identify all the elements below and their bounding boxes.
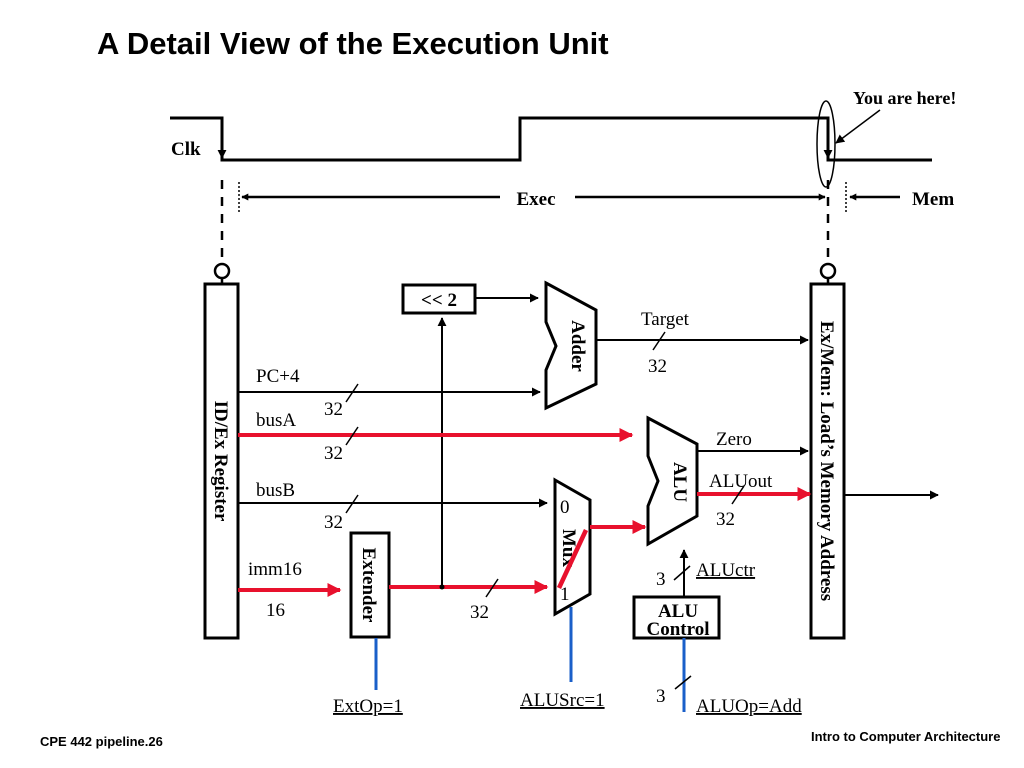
- alu-control-label-line2: Control: [647, 619, 710, 640]
- target-width: 32: [648, 356, 667, 377]
- extop-label: ExtOp=1: [333, 696, 403, 717]
- aluout-width: 32: [716, 509, 735, 530]
- extender-label: Extender: [358, 548, 379, 624]
- mux-selected-path: [556, 529, 589, 589]
- idex-register: [203, 282, 240, 640]
- clock-label: Clk: [171, 139, 201, 160]
- imm16-label: imm16: [248, 559, 302, 580]
- idex-register-label: ID/Ex Register: [210, 401, 231, 522]
- current-edge-marker: [816, 100, 836, 188]
- clock-waveform: [170, 116, 932, 162]
- page-title: A Detail View of the Execution Unit: [97, 26, 609, 61]
- footer-slide-number: CPE 442 pipeline.26: [40, 734, 163, 749]
- mem-label: Mem: [912, 189, 954, 210]
- alusrc-label: ALUSrc=1: [520, 690, 605, 711]
- aluop-width: 3: [656, 686, 666, 707]
- exmem-register: [809, 282, 846, 640]
- busA-label: busA: [256, 410, 296, 431]
- zero-label: Zero: [716, 429, 752, 450]
- aluout-label: ALUout: [709, 471, 773, 492]
- exmem-register-label: Ex/Mem: Load’s Memory Address: [816, 321, 837, 601]
- alu-label: ALU: [669, 462, 690, 502]
- adder-label: Adder: [567, 320, 588, 372]
- extender-out-width: 32: [470, 602, 489, 623]
- busA-width: 32: [324, 443, 343, 464]
- alu-block: [646, 415, 699, 547]
- marker-pointer-arrow: [835, 109, 881, 144]
- aluctr-label: ALUctr: [696, 560, 756, 581]
- idex-clock-input: [213, 262, 231, 280]
- shift-left-2-block: [401, 283, 477, 315]
- pc4-width: 32: [324, 399, 343, 420]
- mux-input-0: 0: [560, 497, 570, 518]
- imm16-width: 16: [266, 600, 285, 621]
- target-label: Target: [641, 309, 690, 330]
- shift-left-2-label: << 2: [421, 290, 457, 311]
- exmem-clock-input: [819, 262, 837, 280]
- alu-control-label-line1: ALU: [658, 601, 698, 622]
- alu-control-block: [632, 595, 721, 640]
- marker-label: You are here!: [853, 88, 956, 108]
- extender-branch-dot: [439, 584, 445, 590]
- aluop-label: ALUOp=Add: [696, 696, 802, 717]
- pc4-label: PC+4: [256, 366, 300, 387]
- busB-width: 32: [324, 512, 343, 533]
- aluctr-width: 3: [656, 569, 666, 590]
- mux-input-1: 1: [560, 584, 570, 605]
- busB-label: busB: [256, 480, 295, 501]
- adder-block: [544, 280, 598, 411]
- footer-course-name: Intro to Computer Architecture: [811, 729, 1001, 744]
- exec-label: Exec: [516, 189, 555, 210]
